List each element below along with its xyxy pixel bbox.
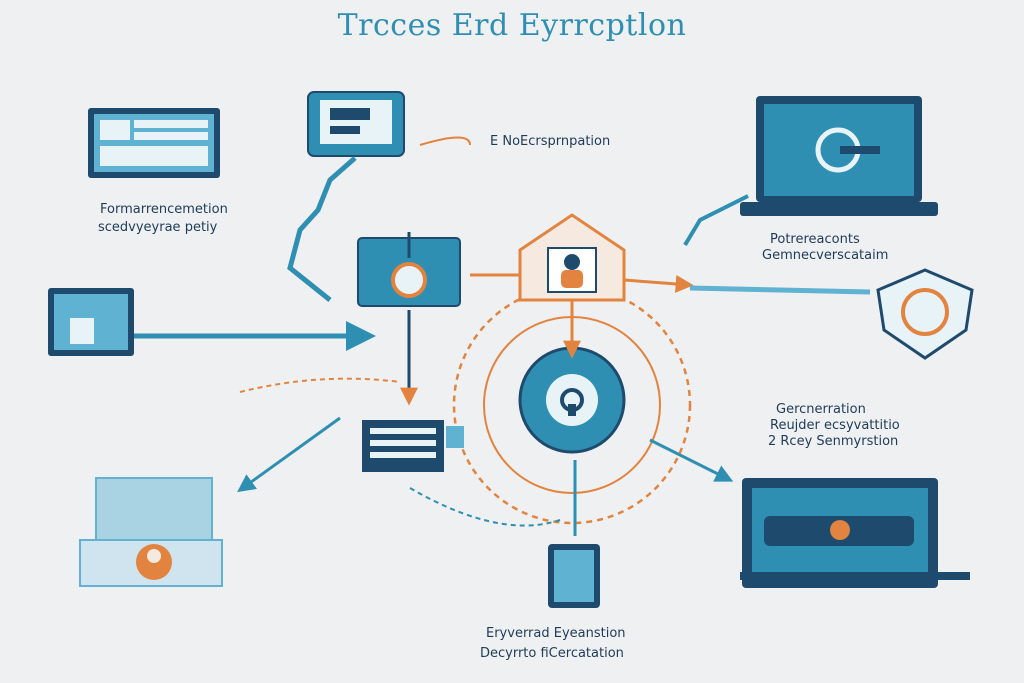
label-bottom-2: Decyrrto fiCercatation [480, 646, 624, 661]
dashboard-monitor-icon [88, 108, 220, 178]
lock-box-icon [357, 232, 461, 406]
label-right-mid-3: 2 Rcey Senmyrstion [768, 434, 899, 449]
label-left-2: scedvyeyrae petiy [98, 220, 218, 235]
orange-dash-connector-left [239, 377, 401, 393]
label-top-center: E NoEcrsprnpation [490, 134, 611, 149]
key-icon [546, 374, 598, 426]
label-right-top-1: Potrereaconts [770, 232, 860, 247]
security-shield-icon [689, 268, 974, 360]
label-right-mid-2: Reujder ecsyvattitio [770, 418, 900, 433]
orange-dash-connector [419, 136, 471, 146]
user-house-icon [470, 213, 694, 359]
label-right-mid-1: Gercnerration [776, 402, 866, 417]
label-right-top-2: Gemnecverscataim [762, 248, 889, 263]
encrypted-screen-icon [287, 91, 405, 302]
user-profile-screen-icon [79, 477, 223, 587]
mobile-phone-icon [548, 460, 600, 608]
label-left-1: Formarrencemetion [100, 202, 228, 217]
document-list-icon [237, 416, 464, 493]
label-bottom-1: Eryverrad Eyeanstion [486, 626, 626, 641]
file-monitor-icon [48, 288, 376, 356]
decrypted-monitor-icon [649, 438, 970, 588]
page-title: Trcces Erd Eyrrcptlon [337, 8, 687, 43]
blue-dash-connector [409, 487, 561, 527]
laptop-key-icon [683, 96, 938, 247]
